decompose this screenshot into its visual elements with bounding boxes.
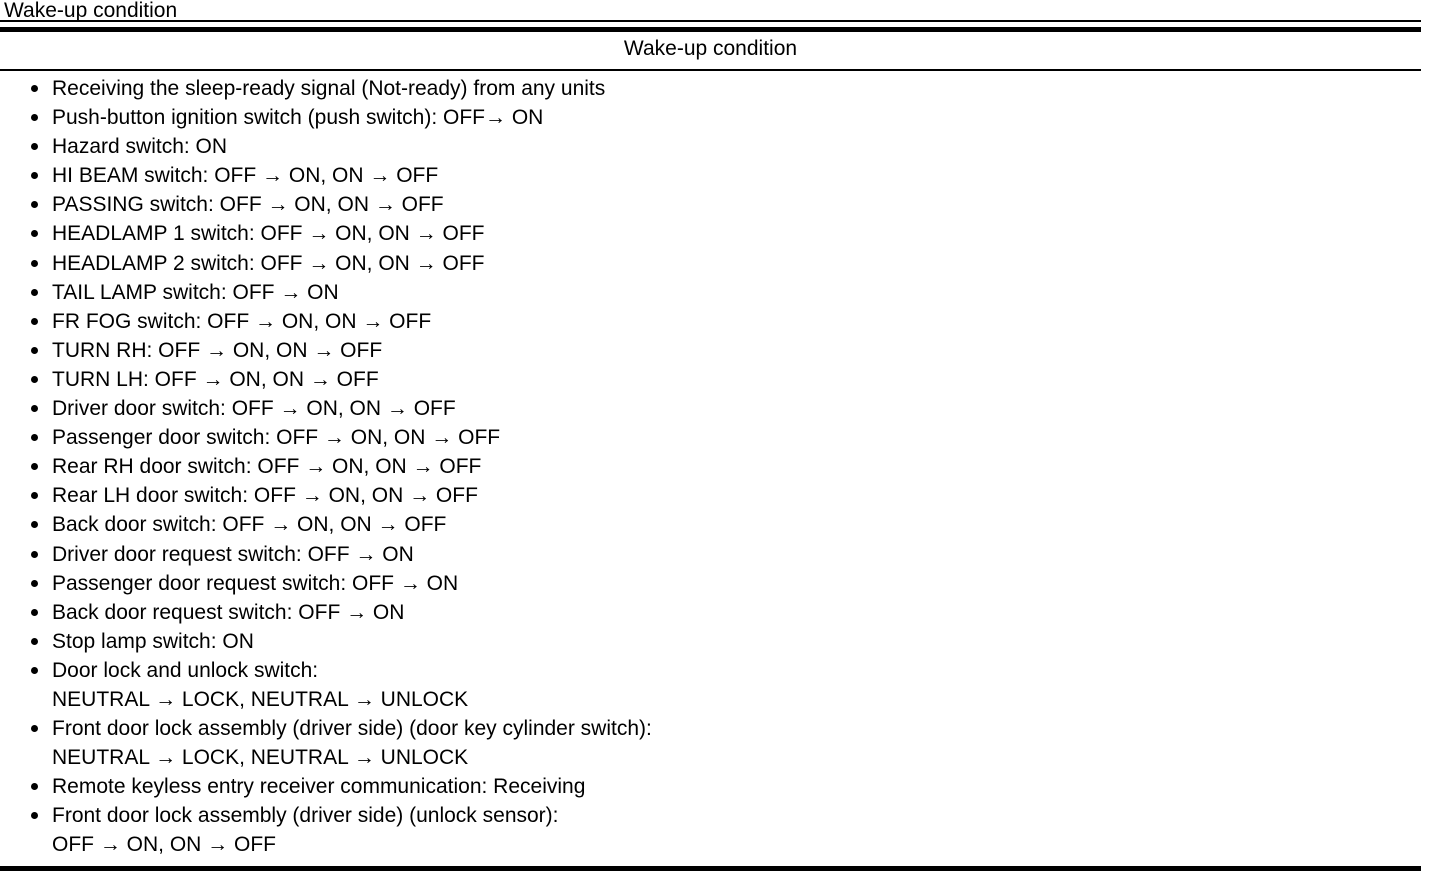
condition-line: TURN RH: OFF → ON, ON → OFF bbox=[52, 338, 383, 362]
bullet-icon bbox=[31, 463, 38, 471]
list-item: HI BEAM switch: OFF → ON, ON → OFF bbox=[0, 161, 1421, 190]
list-item: Driver door request switch: OFF → ON bbox=[0, 540, 1421, 569]
condition-line: Hazard switch: ON bbox=[52, 135, 228, 159]
list-item: FR FOG switch: OFF → ON, ON → OFF bbox=[0, 307, 1421, 336]
condition-line: Passenger door request switch: OFF → ON bbox=[52, 571, 459, 595]
condition-line: NEUTRAL → LOCK, NEUTRAL → UNLOCK bbox=[52, 746, 469, 770]
bullet-icon bbox=[31, 434, 38, 442]
bullet-icon bbox=[31, 375, 38, 383]
wake-up-condition-list: Receiving the sleep-ready signal (Not-re… bbox=[0, 74, 1421, 860]
list-item: Back door switch: OFF → ON, ON → OFF bbox=[0, 510, 1421, 539]
bullet-icon bbox=[31, 143, 38, 151]
section-title-underline bbox=[0, 20, 1421, 22]
condition-line: OFF → ON, ON → OFF bbox=[52, 833, 276, 857]
condition-line: Front door lock assembly (driver side) (… bbox=[52, 717, 652, 741]
condition-line: HEADLAMP 2 switch: OFF → ON, ON → OFF bbox=[52, 251, 485, 275]
condition-line: Push-button ignition switch (push switch… bbox=[52, 106, 544, 130]
list-item: PASSING switch: OFF → ON, ON → OFF bbox=[0, 190, 1421, 219]
list-item: Passenger door request switch: OFF → ON bbox=[0, 569, 1421, 598]
bullet-icon bbox=[31, 259, 38, 267]
condition-line: Driver door request switch: OFF → ON bbox=[52, 542, 414, 566]
bullet-icon bbox=[31, 201, 38, 209]
condition-line: Driver door switch: OFF → ON, ON → OFF bbox=[52, 397, 456, 421]
list-item: Back door request switch: OFF → ON bbox=[0, 598, 1421, 627]
bullet-icon bbox=[31, 637, 38, 645]
list-item: Rear RH door switch: OFF → ON, ON → OFF bbox=[0, 452, 1421, 481]
table-header: Wake-up condition bbox=[623, 37, 798, 60]
list-item: Driver door switch: OFF → ON, ON → OFF bbox=[0, 394, 1421, 423]
condition-line: Back door switch: OFF → ON, ON → OFF bbox=[52, 513, 447, 537]
bullet-icon bbox=[31, 85, 38, 92]
list-item: TAIL LAMP switch: OFF → ON bbox=[0, 278, 1421, 307]
condition-line: HI BEAM switch: OFF → ON, ON → OFF bbox=[52, 164, 439, 188]
list-item: Front door lock assembly (driver side) (… bbox=[0, 714, 1421, 772]
bullet-icon bbox=[31, 666, 38, 674]
condition-line: TURN LH: OFF → ON, ON → OFF bbox=[52, 367, 379, 391]
list-item: Stop lamp switch: ON bbox=[0, 627, 1421, 656]
bullet-icon bbox=[31, 317, 38, 325]
list-item: HEADLAMP 2 switch: OFF → ON, ON → OFF bbox=[0, 249, 1421, 278]
bullet-icon bbox=[31, 114, 38, 122]
condition-line: NEUTRAL → LOCK, NEUTRAL → UNLOCK bbox=[52, 687, 469, 711]
condition-line: Passenger door switch: OFF → ON, ON → OF… bbox=[52, 426, 501, 450]
bullet-icon bbox=[31, 230, 38, 238]
bullet-icon bbox=[31, 521, 38, 529]
condition-line: Stop lamp switch: ON bbox=[52, 629, 254, 653]
bullet-icon bbox=[31, 405, 38, 413]
condition-line: Door lock and unlock switch: bbox=[52, 658, 319, 682]
condition-line: Back door request switch: OFF → ON bbox=[52, 600, 405, 624]
list-item: Front door lock assembly (driver side) (… bbox=[0, 801, 1421, 859]
section-title: Wake-up condition bbox=[4, 0, 178, 22]
list-item: Push-button ignition switch (push switch… bbox=[0, 103, 1421, 132]
bullet-icon bbox=[31, 783, 38, 791]
condition-line: FR FOG switch: OFF → ON, ON → OFF bbox=[52, 309, 432, 333]
bullet-icon bbox=[31, 288, 38, 296]
condition-line: Remote keyless entry receiver communicat… bbox=[52, 775, 586, 799]
table-header-border bbox=[0, 69, 1421, 71]
bullet-icon bbox=[31, 172, 38, 180]
table-bottom-border bbox=[0, 866, 1421, 871]
condition-line: Rear RH door switch: OFF → ON, ON → OFF bbox=[52, 455, 482, 479]
bullet-icon bbox=[31, 492, 38, 500]
list-item: HEADLAMP 1 switch: OFF → ON, ON → OFF bbox=[0, 219, 1421, 248]
list-item: Door lock and unlock switch: NEUTRAL → LO… bbox=[0, 656, 1421, 714]
condition-line: TAIL LAMP switch: OFF → ON bbox=[52, 280, 339, 304]
bullet-icon bbox=[31, 608, 38, 616]
bullet-icon bbox=[31, 812, 38, 820]
bullet-icon bbox=[31, 346, 38, 354]
list-item: Passenger door switch: OFF → ON, ON → OF… bbox=[0, 423, 1421, 452]
list-item: Hazard switch: ON bbox=[0, 132, 1421, 161]
list-item: Remote keyless entry receiver communicat… bbox=[0, 772, 1421, 801]
list-item: Receiving the sleep-ready signal (Not-re… bbox=[0, 74, 1421, 103]
bullet-icon bbox=[31, 579, 38, 587]
table-top-border bbox=[0, 27, 1421, 32]
condition-line: Front door lock assembly (driver side) (… bbox=[52, 804, 559, 828]
list-item: TURN RH: OFF → ON, ON → OFF bbox=[0, 336, 1421, 365]
list-item: Rear LH door switch: OFF → ON, ON → OFF bbox=[0, 481, 1421, 510]
condition-line: Receiving the sleep-ready signal (Not-re… bbox=[52, 77, 606, 100]
bullet-icon bbox=[31, 550, 38, 558]
list-item: TURN LH: OFF → ON, ON → OFF bbox=[0, 365, 1421, 394]
condition-line: PASSING switch: OFF → ON, ON → OFF bbox=[52, 193, 444, 217]
condition-line: Rear LH door switch: OFF → ON, ON → OFF bbox=[52, 484, 478, 508]
bullet-icon bbox=[31, 725, 38, 733]
condition-line: HEADLAMP 1 switch: OFF → ON, ON → OFF bbox=[52, 222, 485, 246]
